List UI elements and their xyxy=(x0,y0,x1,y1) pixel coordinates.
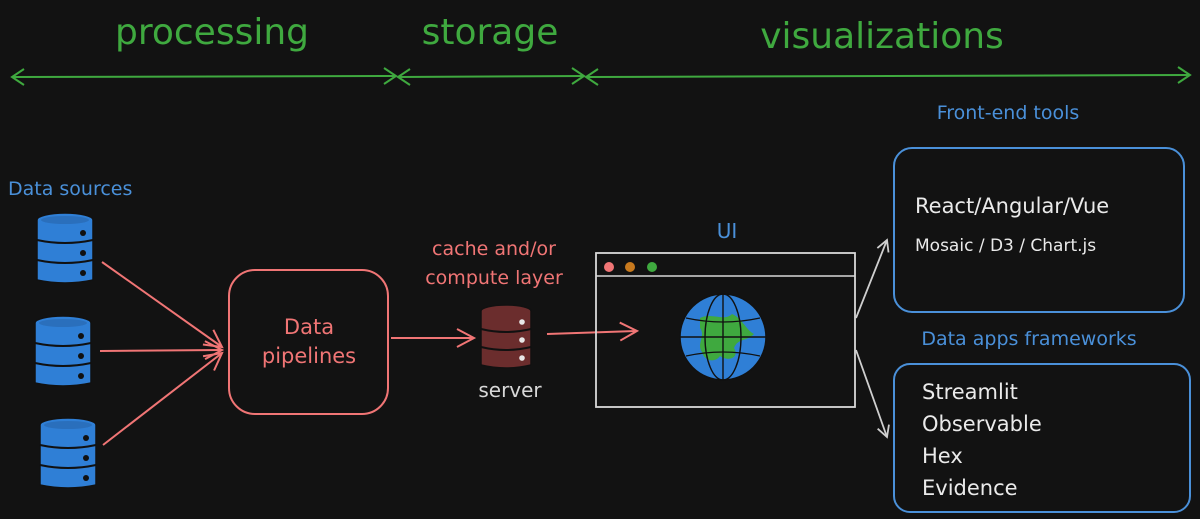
database-icon xyxy=(36,212,94,284)
cache-label-line2: compute layer xyxy=(425,267,563,289)
window-maximize-dot xyxy=(647,262,657,272)
source-to-pipeline-arrow xyxy=(101,261,224,349)
apps-item-evidence: Evidence xyxy=(922,476,1018,500)
database-icon xyxy=(39,417,97,489)
globe-icon xyxy=(679,293,767,381)
data-pipelines-label-line1: Data xyxy=(284,315,334,339)
phase-processing-label: processing xyxy=(115,12,309,53)
server-label: server xyxy=(478,378,542,402)
frontend-tools-title: Front-end tools xyxy=(937,102,1080,124)
phase-storage-span xyxy=(396,67,586,86)
ui-to-frontend-arrow xyxy=(855,238,890,319)
frontend-main-text: React/Angular/Vue xyxy=(915,194,1109,218)
browser-window xyxy=(595,252,856,408)
window-close-dot xyxy=(604,262,614,272)
phase-processing-span xyxy=(10,67,398,86)
cache-label-line1: cache and/or xyxy=(432,238,556,260)
frontend-libs-text: Mosaic / D3 / Chart.js xyxy=(915,236,1096,256)
source-to-pipeline-arrow xyxy=(99,340,225,361)
source-to-pipeline-arrow xyxy=(102,351,224,446)
apps-item-streamlit: Streamlit xyxy=(922,380,1018,404)
server-icon xyxy=(480,304,532,369)
server-to-ui-arrow xyxy=(546,321,640,342)
frontend-tools-box xyxy=(893,147,1185,313)
data-pipelines-box xyxy=(228,269,389,415)
data-pipelines-label-line2: pipelines xyxy=(262,344,356,368)
phase-visualizations-label: visualizations xyxy=(760,16,1004,57)
ui-to-apps-arrow xyxy=(855,349,890,439)
phase-visualizations-span xyxy=(584,66,1192,86)
data-sources-label: Data sources xyxy=(8,178,132,200)
phase-storage-label: storage xyxy=(422,12,559,53)
apps-item-hex: Hex xyxy=(922,444,963,468)
window-minimize-dot xyxy=(625,262,635,272)
apps-frameworks-box xyxy=(893,363,1191,513)
apps-frameworks-title: Data apps frameworks xyxy=(921,328,1136,350)
apps-item-observable: Observable xyxy=(922,412,1042,436)
database-icon xyxy=(34,315,92,387)
ui-label: UI xyxy=(717,219,738,243)
